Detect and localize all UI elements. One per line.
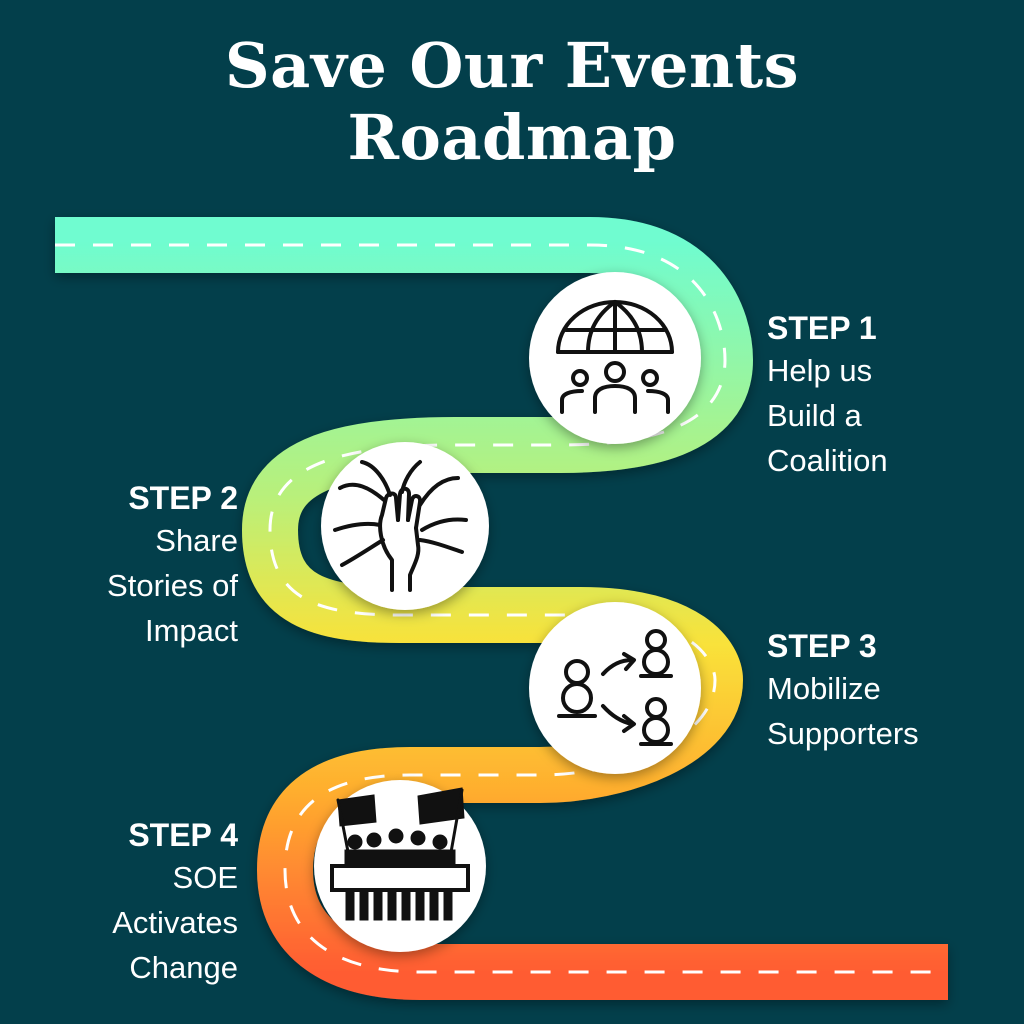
road-lane-markings bbox=[55, 243, 948, 974]
step-1-block: STEP 1 Help us Build a Coalition bbox=[767, 308, 888, 483]
protest-crowd-icon bbox=[330, 787, 470, 921]
page-title: Save Our Events Roadmap bbox=[224, 29, 800, 174]
step-3-label: STEP 3 bbox=[767, 628, 877, 664]
joined-hands-icon bbox=[333, 460, 468, 592]
step-3-text: Mobilize Supporters bbox=[767, 671, 919, 751]
step-1-label: STEP 1 bbox=[767, 310, 877, 346]
step-3-circle bbox=[529, 602, 701, 774]
step-4-text: SOE Activates Change bbox=[112, 860, 238, 985]
step-1-circle bbox=[529, 272, 701, 444]
step-2-circle bbox=[321, 442, 489, 610]
step-2-text: Share Stories of Impact bbox=[107, 523, 238, 648]
step-2-label: STEP 2 bbox=[128, 480, 238, 516]
step-2-block: STEP 2 Share Stories of Impact bbox=[107, 478, 238, 653]
step-4-block: STEP 4 SOE Activates Change bbox=[112, 815, 238, 990]
step-1-text: Help us Build a Coalition bbox=[767, 353, 888, 478]
globe-people-icon bbox=[556, 300, 674, 414]
step-3-block: STEP 3 Mobilize Supporters bbox=[767, 626, 919, 756]
share-network-icon bbox=[557, 629, 673, 746]
step-4-label: STEP 4 bbox=[128, 817, 238, 853]
